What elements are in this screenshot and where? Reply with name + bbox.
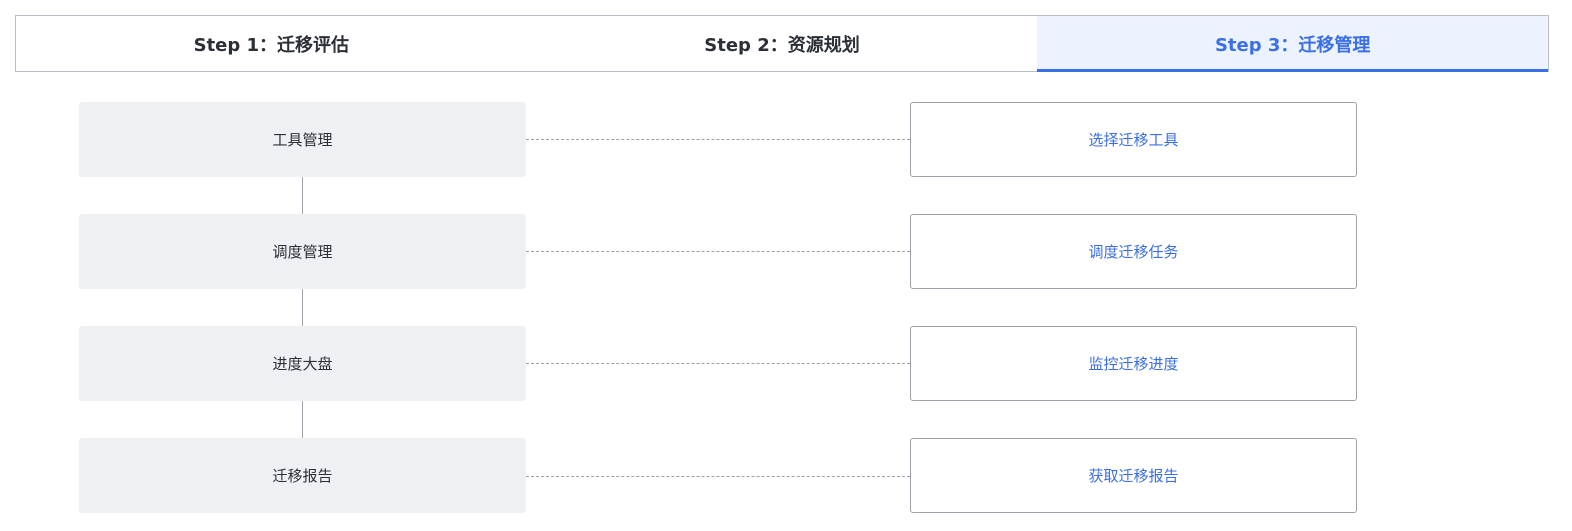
step-tabs: Step 1：迁移评估 Step 2：资源规划 Step 3：迁移管理 [15, 15, 1549, 72]
horizontal-connector [526, 251, 910, 252]
action-select-migration-tool[interactable]: 选择迁移工具 [910, 102, 1357, 177]
horizontal-connector [526, 363, 910, 364]
tab-step-2[interactable]: Step 2：资源规划 [704, 34, 860, 56]
action-label: 选择迁移工具 [1088, 131, 1179, 149]
action-label: 获取迁移报告 [1088, 467, 1179, 485]
module-label: 工具管理 [272, 131, 333, 149]
action-monitor-migration-progress[interactable]: 监控迁移进度 [910, 326, 1357, 401]
module-tool-management: 工具管理 [79, 102, 526, 177]
horizontal-connector [526, 476, 910, 477]
horizontal-connector [526, 139, 910, 140]
tab-step-1[interactable]: Step 1：迁移评估 [193, 34, 350, 56]
module-label: 迁移报告 [272, 467, 333, 485]
module-progress-dashboard: 进度大盘 [79, 326, 526, 401]
action-get-migration-report[interactable]: 获取迁移报告 [910, 438, 1357, 513]
action-label: 调度迁移任务 [1088, 243, 1179, 261]
vertical-connector [302, 401, 303, 438]
action-schedule-migration-task[interactable]: 调度迁移任务 [910, 214, 1357, 289]
module-label: 调度管理 [272, 243, 333, 261]
action-label: 监控迁移进度 [1088, 355, 1179, 373]
tab-step-3[interactable]: Step 3：迁移管理 [1037, 16, 1549, 72]
module-label: 进度大盘 [272, 355, 333, 373]
module-scheduling-management: 调度管理 [79, 214, 526, 289]
vertical-connector [302, 289, 303, 326]
vertical-connector [302, 177, 303, 214]
module-migration-report: 迁移报告 [79, 438, 526, 513]
